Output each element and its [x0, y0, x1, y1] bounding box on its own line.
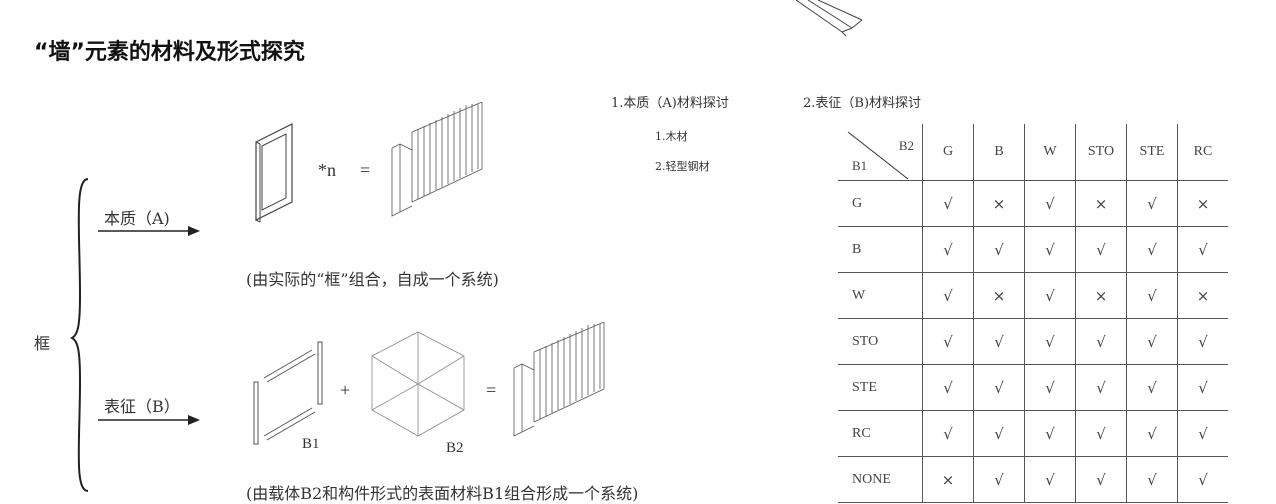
row-label: STO [838, 318, 923, 365]
table-cell: √ [973, 456, 1025, 503]
table-cell: √ [1177, 226, 1228, 273]
branch-a-label: 本质（A) [104, 209, 170, 228]
table-cell: √ [1177, 364, 1228, 411]
section1-item-1: 1.木材 [655, 130, 688, 143]
table-cell: √ [1126, 226, 1178, 273]
table-cell: √ [1177, 456, 1228, 503]
table-cell: √ [1126, 180, 1178, 227]
table-cell: √ [1024, 272, 1076, 319]
b2-label: B2 [446, 440, 464, 456]
branch-b-label: 表征（B） [104, 397, 180, 416]
row-label: NONE [838, 456, 923, 503]
table-cell: √ [973, 226, 1025, 273]
table-cell: √ [922, 364, 974, 411]
b1-label: B1 [302, 436, 320, 452]
table-cell: × [973, 272, 1025, 319]
table-cell: × [1177, 272, 1228, 319]
table-cell: √ [1024, 180, 1076, 227]
table-cell: × [1177, 180, 1228, 227]
section1-heading: 1.本质（A)材料探讨 [611, 96, 729, 111]
column-header: RC [1177, 124, 1228, 181]
section1-item-2: 2.轻型钢材 [655, 160, 710, 173]
compatibility-table: B2 B1 G B W STO STE RC G √ × √ × √ × B √… [838, 124, 1228, 503]
row-label: G [838, 180, 923, 227]
table-cell: × [922, 456, 974, 503]
root-label: 框 [34, 334, 51, 353]
table-cell: × [1075, 180, 1127, 227]
table-row: W √ × √ × √ × [838, 272, 1228, 319]
corner-diagonal [847, 131, 909, 180]
wall-system-icon [513, 322, 605, 437]
frame-stack-icon [391, 102, 483, 217]
table-cell: √ [922, 410, 974, 457]
row-label: STE [838, 364, 923, 411]
section2-heading: 2.表征（B)材料探讨 [803, 96, 922, 111]
table-cell: √ [973, 364, 1025, 411]
column-header: W [1024, 124, 1076, 181]
table-cell: √ [1177, 410, 1228, 457]
table-row: STO √ √ √ √ √ √ [838, 318, 1228, 365]
table-row: RC √ √ √ √ √ √ [838, 410, 1228, 457]
column-header: G [922, 124, 974, 181]
table-cell: √ [1024, 318, 1076, 365]
beam-fragment-illustration [795, 0, 863, 37]
b1-members-icon [253, 341, 323, 445]
arrow-a-icon [98, 226, 200, 236]
table-cell: √ [922, 318, 974, 365]
table-cell: √ [922, 180, 974, 227]
corner-b1-label: B1 [852, 158, 868, 173]
table-row: B √ √ √ √ √ √ [838, 226, 1228, 273]
multiplier-label: *n [318, 160, 336, 180]
arrow-b-icon [98, 415, 200, 425]
page-title: “墙”元素的材料及形式探究 [34, 40, 305, 65]
equals-sign-b: = [486, 380, 497, 400]
column-header: B [973, 124, 1025, 181]
table-cell: √ [1075, 456, 1127, 503]
row-label: B [838, 226, 923, 273]
table-corner-cell: B2 B1 [838, 124, 923, 181]
table-cell: √ [1126, 456, 1178, 503]
table-cell: √ [922, 272, 974, 319]
table-cell: × [1075, 272, 1127, 319]
table-cell: √ [1024, 364, 1076, 411]
table-cell: × [973, 180, 1025, 227]
table-cell: √ [1126, 364, 1178, 411]
table-cell: √ [1075, 364, 1127, 411]
brace-icon [69, 178, 89, 492]
table-row: STE √ √ √ √ √ √ [838, 364, 1228, 411]
table-cell: √ [973, 410, 1025, 457]
plus-sign: + [340, 380, 351, 400]
table-row: NONE × √ √ √ √ √ [838, 456, 1228, 503]
column-header: STO [1075, 124, 1127, 181]
table-cell: √ [1126, 318, 1178, 365]
b2-cube-icon [371, 331, 465, 437]
table-row: G √ × √ × √ × [838, 180, 1228, 227]
table-cell: √ [1075, 226, 1127, 273]
table-cell: √ [1075, 318, 1127, 365]
row-label: RC [838, 410, 923, 457]
table-cell: √ [1024, 410, 1076, 457]
table-header-row: B2 B1 G B W STO STE RC [838, 124, 1228, 181]
column-header: STE [1126, 124, 1178, 181]
corner-b2-label: B2 [898, 138, 914, 153]
caption-a: (由实际的“框”组合，自成一个系统) [246, 270, 499, 289]
table-cell: √ [1024, 456, 1076, 503]
table-cell: √ [1126, 272, 1178, 319]
equals-sign-a: = [360, 160, 371, 180]
table-cell: √ [1075, 410, 1127, 457]
table-cell: √ [973, 318, 1025, 365]
table-cell: √ [922, 226, 974, 273]
table-cell: √ [1126, 410, 1178, 457]
frame-icon [255, 123, 293, 223]
row-label: W [838, 272, 923, 319]
caption-b: (由载体B2和构件形式的表面材料B1组合形成一个系统) [246, 484, 639, 503]
table-cell: √ [1024, 226, 1076, 273]
table-cell: √ [1177, 318, 1228, 365]
